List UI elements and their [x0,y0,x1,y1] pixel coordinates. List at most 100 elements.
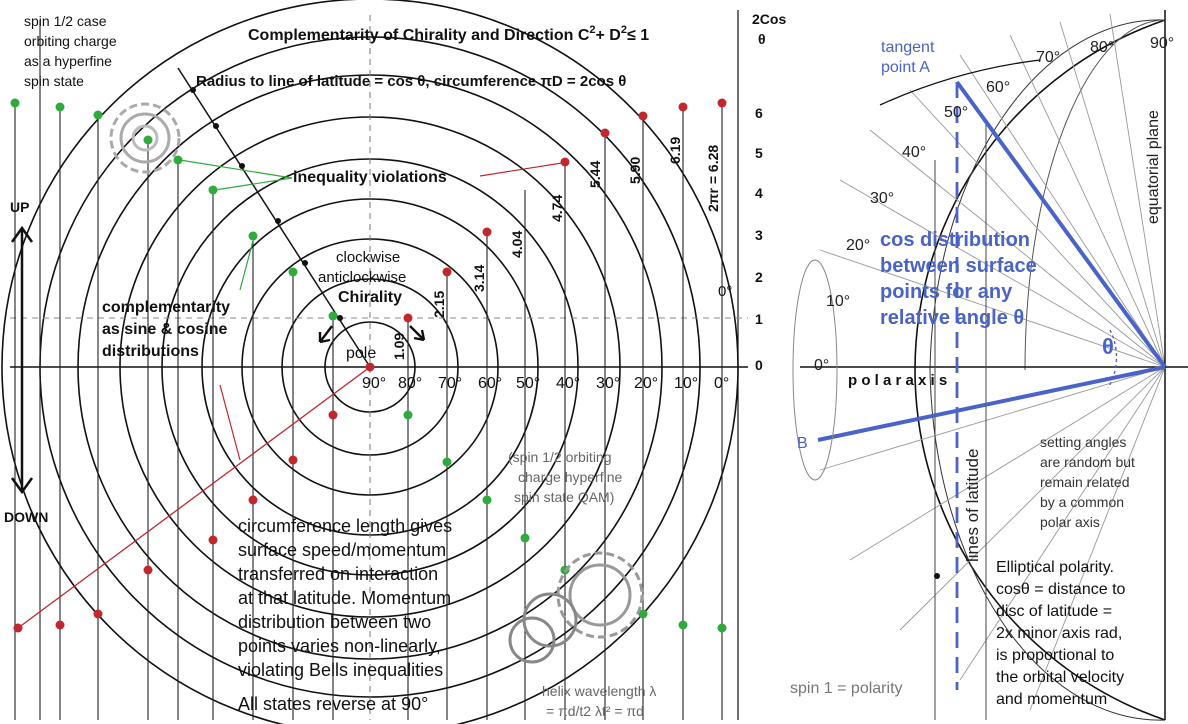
right-texts: tangent point A 90° 80° 70° 60° 50° 40° … [790,35,1174,708]
cos-dist-2: between surface [880,255,1037,277]
lat-90: 90° [362,375,386,392]
circ-1-09: 1.09 [391,333,407,360]
down-label: DOWN [4,509,48,525]
angle-20: 20° [846,237,870,254]
spin-half-icon [109,102,181,174]
y-tick-5: 5 [755,145,763,161]
lat-30: 30° [596,375,620,392]
circ-3-14: 3.14 [471,265,487,292]
y-tick-3: 3 [755,227,763,243]
clockwise-label: clockwise [336,249,400,266]
qam-note-1: (spin 1/2 orbiting [508,449,612,465]
circ-note-4: at that latitude. Momentum [238,588,451,608]
circ-note-7: violating Bells inequalities [238,660,443,680]
complementarity-3: distributions [102,343,199,360]
polar-axis-label: p o l a r a x i s [848,372,947,389]
circ-note-8: All states reverse at 90° [238,694,428,714]
lat-70: 70° [438,375,462,392]
angle-0: 0° [814,357,829,374]
b-label: B [797,435,808,452]
angle-10: 10° [826,293,850,310]
setting-angles-4: by a common [1040,494,1124,510]
circ-4-04: 4.04 [509,231,525,258]
radius-caption: Radius to line of latitude = cos θ, circ… [196,73,626,90]
latitude-verticals [14,20,723,720]
line-b-to-center [817,365,1166,442]
y-tick-1: 1 [755,311,763,327]
circ-2pi-r: 2πr = 6.28 [705,145,721,212]
qam-icon [508,551,644,664]
setting-angles-3: remain related [1040,474,1130,490]
complementarity-2: as sine & cosine [102,321,227,338]
angle-70: 70° [1036,49,1060,66]
setting-angles-2: are random but [1040,454,1135,470]
lat-60: 60° [478,375,502,392]
angle-50: 50° [944,104,968,121]
equatorial-plane-label: equatorial plane [1145,110,1162,224]
angle-30: 30° [870,190,894,207]
qam-note-3: spin state QAM) [514,489,614,505]
inequality-violations-label: inequality violations [293,169,447,186]
helix-2: = πd/t2 λt² = πd [546,703,644,719]
y-tick-0: 0 [755,357,763,373]
spin-half-note-2: orbiting charge [24,33,117,49]
lat-50: 50° [516,375,540,392]
cos-dist-3: points for any [880,281,1013,303]
elliptical-4: 2x minor axis rad, [996,625,1122,642]
radial-lines [819,13,1166,711]
radius-ticks [190,87,343,321]
qam-note-2: charge hyperfine [518,469,623,485]
circ-5-44: 5.44 [587,161,603,188]
anticlockwise-label: anticlockwise [318,269,406,286]
circ-note-1: circumference length gives [238,516,452,536]
line-a-to-center [955,80,1167,369]
elliptical-6: the orbital velocity [996,669,1124,686]
up-label: UP [10,199,29,215]
lat-80: 80° [398,375,422,392]
point-a-label: point A [881,59,930,76]
theta-label: θ [1102,334,1114,359]
circ-5-90: 5.90 [627,157,643,184]
circ-note-3: transferred on interaction [238,564,438,584]
lat-10: 10° [674,375,698,392]
elliptical-7: and momentum [996,691,1107,708]
lat-20: 20° [634,375,658,392]
cos2-label-2: θ [758,31,766,47]
circ-2-15: 2.15 [431,291,447,318]
elliptical-5: is proportional to [996,647,1114,664]
tangent-label: tangent [881,39,935,56]
circ-note-2: surface speed/momentum [238,540,446,560]
circ-note-6: points varies non-linearly, [238,636,441,656]
angle-40: 40° [902,144,926,161]
y-tick-4: 4 [755,185,763,201]
zero-deg-label: 0° [718,283,732,300]
lat-40: 40° [556,375,580,392]
y-tick-2: 2 [755,269,763,285]
circ-4-74: 4.74 [549,195,565,222]
pole-label: pole [346,345,376,362]
cos-dist-4: relative angle θ [880,307,1024,329]
spin-half-note-1: spin 1/2 case [24,13,107,29]
spin1-label: spin 1 = polarity [790,680,903,697]
angle-80: 80° [1090,39,1114,56]
setting-angles-5: polar axis [1040,514,1100,530]
dots [10,98,727,633]
elliptical-2: cosθ = distance to [996,581,1126,598]
diagram-title: Complementarity of Chirality and Directi… [248,24,649,44]
complementarity-1: complementarity [102,299,230,316]
angle-60: 60° [986,79,1010,96]
left-panel [1,0,748,724]
right-panel [792,10,1188,721]
circ-6-19: 6.19 [667,137,683,164]
elliptical-3: disc of latitude = [996,603,1112,620]
lines-of-latitude-label: lines of latitude [963,449,982,562]
helix-1: helix wavelength λ [542,683,656,699]
y-tick-6: 6 [755,105,763,121]
cos2-label-1: 2Cos [752,11,786,27]
angle-90: 90° [1150,35,1174,52]
circ-note-5: distribution between two [238,612,431,632]
elliptical-1: Elliptical polarity. [996,559,1114,576]
setting-angles-1: setting angles [1040,434,1126,450]
spin-half-note-3: as a hyperfine [24,53,112,69]
